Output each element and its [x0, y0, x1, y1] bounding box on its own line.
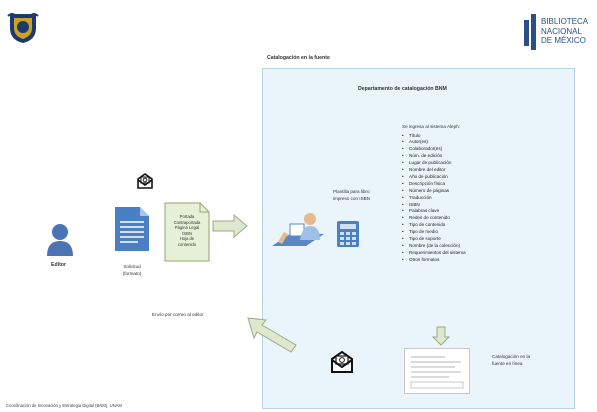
form-grid-icon — [336, 220, 360, 248]
bnm-logo: BIBLIOTECA NACIONAL DE MÉXICO — [524, 14, 594, 52]
form-line: Portada — [179, 214, 195, 219]
result-document — [404, 348, 470, 394]
list-item: Autor(es) — [402, 139, 492, 146]
unam-logo — [6, 10, 40, 44]
list-item: Nombre del editor — [402, 167, 492, 174]
list-item: Nombre (de la colección) — [402, 243, 492, 250]
form-line: ISBN — [182, 230, 192, 236]
result-label: Catalogación en la fuente en línea — [492, 354, 531, 366]
arrow-right-icon — [212, 213, 248, 239]
list-item: Tipo de contenido — [402, 222, 492, 229]
list-item: Traducción — [402, 195, 492, 202]
fields-list: Título Autor(es) Colaborador(es) Núm. de… — [402, 133, 492, 264]
aleph-fields: Se ingresa al sistema Aleph: Título Auto… — [402, 124, 492, 264]
form-line: Hoja de — [179, 236, 195, 242]
department-title: Departamento de catalogación BNM — [358, 86, 447, 92]
arrow-down-icon — [431, 326, 451, 346]
form-line: Contraportada — [173, 219, 201, 225]
form-line: Página Legal — [174, 225, 200, 231]
list-item: Lugar de publicación — [402, 160, 492, 167]
solicitud-document-icon — [114, 206, 150, 252]
list-item: Título — [402, 133, 492, 140]
bnm-logo-text: BIBLIOTECA NACIONAL DE MÉXICO — [541, 17, 589, 45]
list-item: Colaborador(es) — [402, 146, 492, 153]
list-item: Tipo de medio — [402, 229, 492, 236]
list-item: Tipo de soporte — [402, 236, 492, 243]
list-item: Palabras clave — [402, 208, 492, 215]
envelope-icon — [136, 172, 154, 190]
fields-intro: Se ingresa al sistema Aleph: — [402, 124, 460, 129]
editor-label: Editor — [51, 262, 66, 268]
form-document: Portada Contraportada Página Legal ISBN … — [164, 202, 210, 262]
list-item: Otros formatos — [402, 257, 492, 264]
solicitud-label: Solicitud (formato) — [122, 264, 142, 276]
footer-text: Coordinación de Innovación y Estrategia … — [6, 403, 122, 408]
list-item: Descripción física — [402, 181, 492, 188]
envelope-icon-large — [330, 350, 354, 374]
list-item: Núm. de edición — [402, 153, 492, 160]
page-title: Catalogación en la fuente — [267, 55, 330, 61]
envio-label: Envío por correo al editor — [152, 312, 204, 317]
list-item: Redes de contenido — [402, 215, 492, 222]
form-line: contenido — [177, 241, 197, 247]
list-item: Requerimientos del sistema — [402, 250, 492, 257]
list-item: ISBN — [402, 202, 492, 209]
arrow-back-icon — [246, 314, 298, 354]
list-item: Número de páginas — [402, 188, 492, 195]
list-item: Año de publicación — [402, 174, 492, 181]
cataloguer-desk-icon — [270, 210, 326, 250]
editor-person-icon — [46, 222, 74, 256]
plantilla-label: Plantilla para libro impreso con ISBN — [333, 189, 371, 201]
